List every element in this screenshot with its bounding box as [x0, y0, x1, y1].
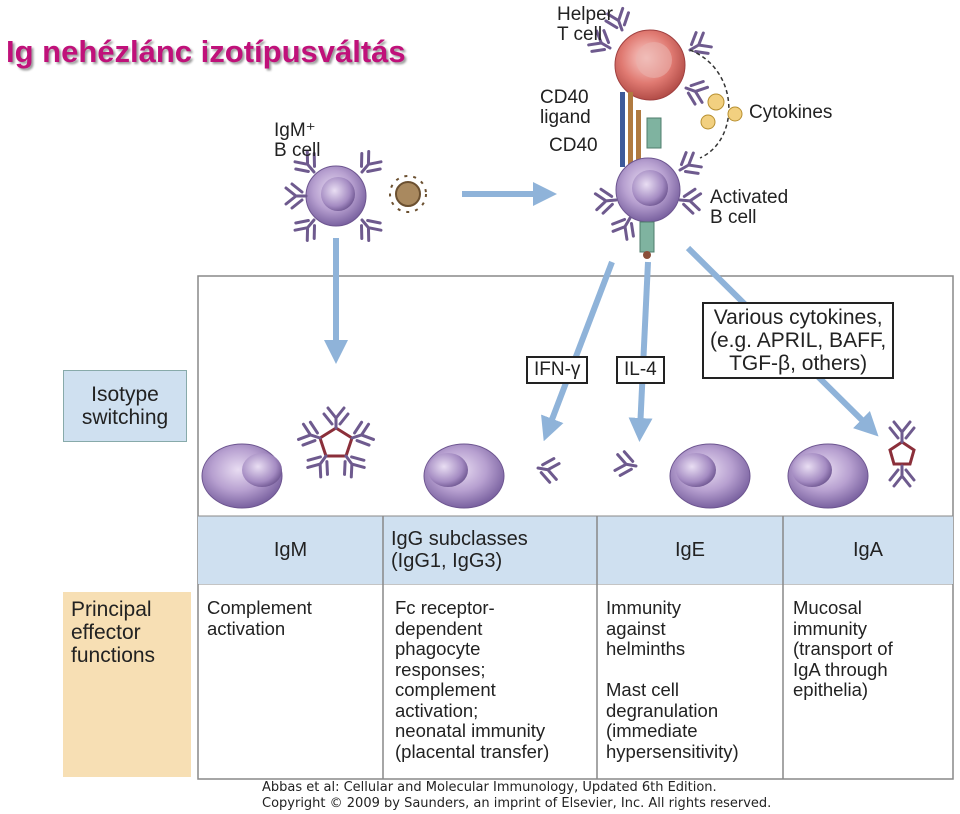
cytokine-dashed-arrow: [689, 49, 730, 159]
igg-plasma-cell: [423, 443, 505, 509]
igm-pentamer: [295, 406, 377, 481]
igm-b-cell: [284, 147, 386, 245]
isotype-name-igm: IgM: [273, 539, 308, 561]
il4-box: IL-4: [616, 356, 665, 384]
activated-b-cell-label: Activated B cell: [710, 187, 789, 228]
isotype-name-iga: IgA: [852, 539, 884, 561]
ige-plasma-cell: [669, 443, 751, 509]
isotype-switching-label: Isotype switching: [63, 370, 187, 442]
ifn-gamma-box: IFN-γ: [526, 356, 589, 384]
arrow-to-igg: [541, 260, 615, 442]
isotype-band: [198, 516, 953, 584]
effect-igg: Fc receptor- dependent phagocyte respons…: [395, 597, 550, 762]
helper-t-cell-label: Helper T cell: [557, 4, 613, 45]
effect-iga: Mucosal immunity (transport of IgA throu…: [793, 597, 893, 700]
effect-igm: Complement activation: [207, 597, 312, 639]
igg-antibody: [534, 454, 562, 485]
cd40-ligand-label: CD40 ligand: [540, 87, 591, 128]
principal-effector-label: Principal effector functions: [63, 592, 191, 777]
various-cytokines-box: Various cytokines, (e.g. APRIL, BAFF, TG…: [702, 302, 895, 379]
ige-antibody: [612, 449, 640, 480]
isotype-name-ige: IgE: [674, 539, 706, 561]
isotype-name-igg: IgG subclasses (IgG1, IgG3): [391, 528, 528, 572]
activated-b-cell: [593, 148, 705, 259]
igm-b-cell-label: IgM⁺ B cell: [274, 120, 321, 161]
cd40-label: CD40: [549, 135, 598, 156]
citation: Abbas et al: Cellular and Molecular Immu…: [262, 780, 772, 811]
iga-plasma-cell: [787, 443, 869, 509]
helper-t-cell: [585, 5, 715, 108]
cytokines-label: Cytokines: [749, 102, 833, 123]
iga-dimer: [888, 420, 916, 488]
effect-ige: Immunity against helminths Mast cell deg…: [606, 597, 739, 762]
cytokine-blobs: [700, 93, 743, 130]
arrow-to-ige: [628, 261, 653, 442]
slide-title: Ig nehézlánc izotípusváltás: [6, 34, 406, 69]
igm-plasma-cell: [201, 443, 283, 509]
antigen: [389, 175, 427, 213]
